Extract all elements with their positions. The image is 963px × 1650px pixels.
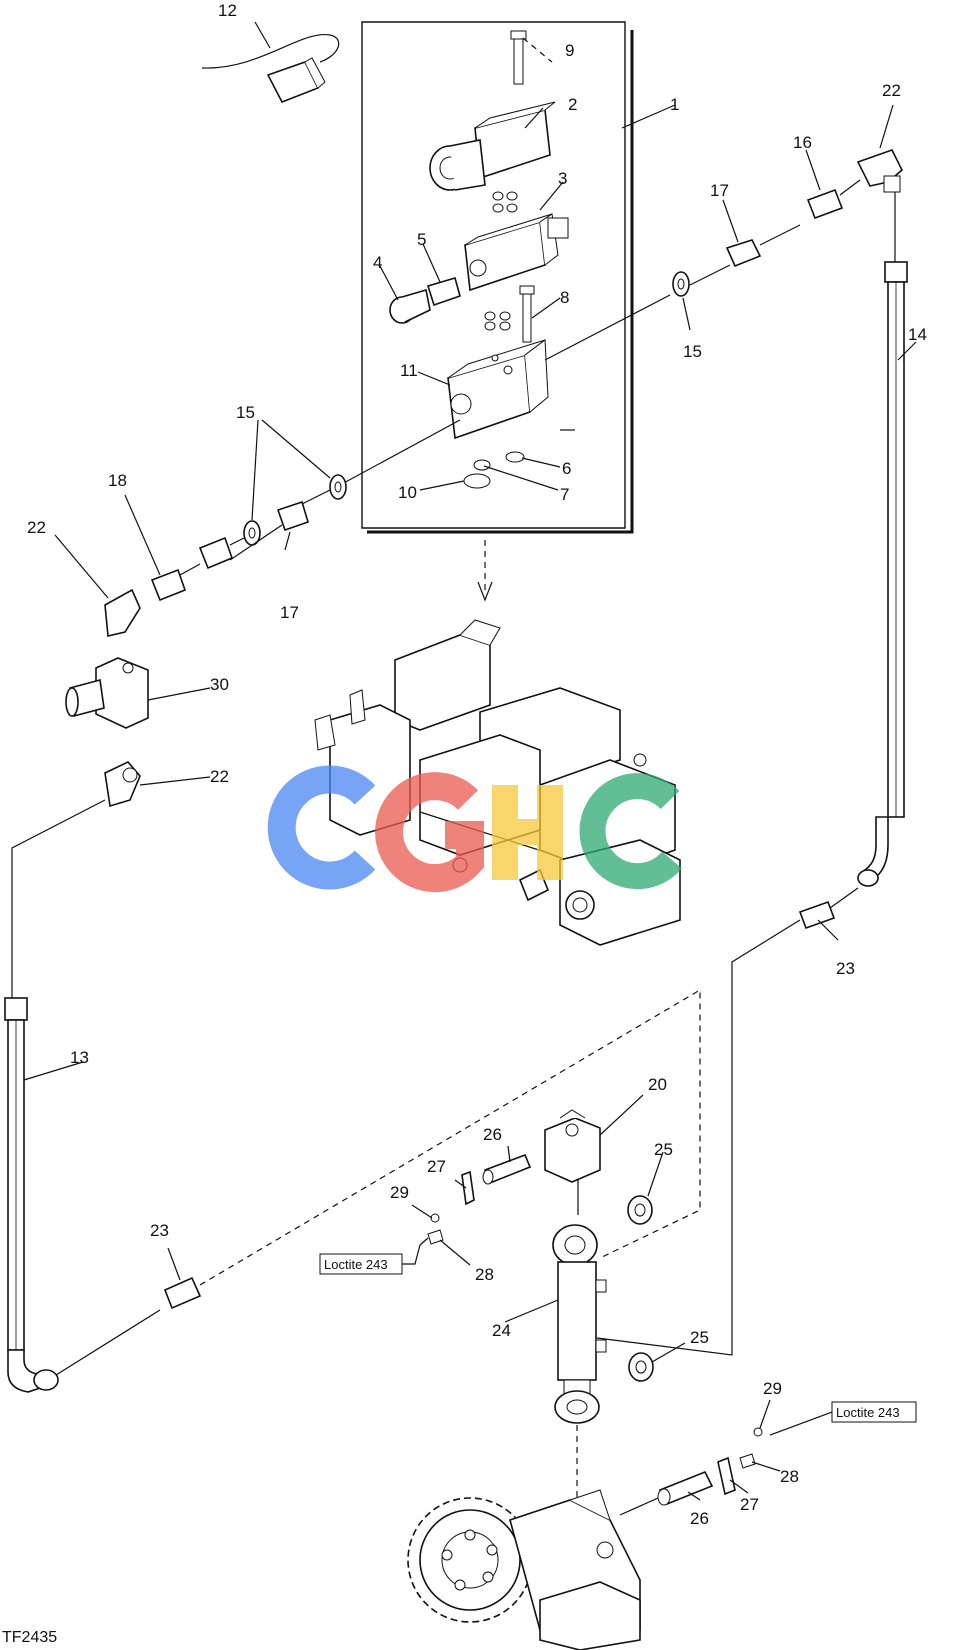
callout-27-upper: 27 xyxy=(427,1157,446,1176)
callout-24: 24 xyxy=(492,1321,511,1340)
elbow-22-left-lower xyxy=(104,761,141,808)
callout-8: 8 xyxy=(560,288,569,307)
svg-text:Loctite 243: Loctite 243 xyxy=(324,1257,388,1272)
callout-22-left-lower: 22 xyxy=(210,767,229,786)
callout-26-upper: 26 xyxy=(483,1125,502,1144)
callout-17-left: 17 xyxy=(280,603,299,622)
callout-6: 6 xyxy=(562,459,571,478)
callout-27-lower: 27 xyxy=(740,1495,759,1514)
callout-7: 7 xyxy=(560,485,569,504)
callout-14: 14 xyxy=(908,325,927,344)
callout-23-right: 23 xyxy=(836,959,855,978)
wire-harness-12 xyxy=(201,34,340,104)
callout-25-upper: 25 xyxy=(654,1140,673,1159)
adapter-17-left-upper xyxy=(276,500,309,532)
valve-block-3 xyxy=(464,213,569,292)
screw-29-upper xyxy=(430,1213,440,1223)
callout-10: 10 xyxy=(398,483,417,502)
callout-16: 16 xyxy=(793,133,812,152)
callout-4: 4 xyxy=(373,253,382,272)
callout-1: 1 xyxy=(670,95,679,114)
adapter-17-left-lower xyxy=(198,536,234,570)
adapter-23-right xyxy=(798,900,836,930)
callout-30: 30 xyxy=(210,675,229,694)
callout-13: 13 xyxy=(70,1048,89,1067)
nut-25-lower xyxy=(628,1352,654,1382)
fitting-5 xyxy=(426,277,461,307)
bolt-9 xyxy=(510,30,527,85)
callout-29-lower: 29 xyxy=(763,1379,782,1398)
adapter-18 xyxy=(150,568,187,602)
adapter-17-right xyxy=(725,239,762,268)
valve-group-frame xyxy=(361,21,634,534)
loctite-label-left: Loctite 243 xyxy=(319,1253,403,1275)
callout-29-upper: 29 xyxy=(390,1183,409,1202)
callout-28-upper: 28 xyxy=(475,1265,494,1284)
callout-15-left: 15 xyxy=(236,403,255,422)
callout-17-right: 17 xyxy=(710,181,729,200)
callout-12: 12 xyxy=(218,1,237,20)
tee-block-30 xyxy=(65,657,149,729)
seal-7 xyxy=(473,459,491,471)
callout-15-right: 15 xyxy=(683,342,702,361)
pin-26-upper xyxy=(482,1153,532,1185)
elbow-22-left-upper xyxy=(104,588,141,637)
callout-leaders xyxy=(23,21,917,1501)
solenoid-2 xyxy=(429,101,556,191)
callout-22-left-upper: 22 xyxy=(27,518,46,537)
callout-20: 20 xyxy=(648,1075,667,1094)
bracket-20 xyxy=(544,1109,601,1183)
seal-10 xyxy=(463,473,491,489)
assembly-arrow xyxy=(477,540,493,602)
elbow-22-top-right xyxy=(856,149,903,193)
screw-28-upper xyxy=(427,1229,444,1245)
figure-id: TF2435 xyxy=(2,1629,57,1646)
callout-numbers: 12 9 2 1 3 5 4 8 11 6 7 10 15 15 17 16 2… xyxy=(27,1,927,1528)
callout-18: 18 xyxy=(108,471,127,490)
screw-29-lower xyxy=(753,1427,763,1437)
callout-23-left: 23 xyxy=(150,1221,169,1240)
callout-26-lower: 26 xyxy=(690,1509,709,1528)
watermark-logo xyxy=(267,765,682,893)
callout-11: 11 xyxy=(400,361,418,380)
retainer-27-lower xyxy=(717,1456,736,1496)
callout-5: 5 xyxy=(417,230,426,249)
pin-26-lower xyxy=(657,1470,714,1506)
screw-28-lower xyxy=(739,1453,756,1469)
seal-6 xyxy=(505,451,525,463)
callout-28-lower: 28 xyxy=(780,1467,799,1486)
callout-22-top-right: 22 xyxy=(882,81,901,100)
callout-2: 2 xyxy=(568,95,577,114)
retainer-27-upper xyxy=(461,1170,475,1206)
loctite-label-right: Loctite 243 xyxy=(831,1401,917,1423)
callout-3: 3 xyxy=(558,169,567,188)
o-rings-lower xyxy=(484,311,511,331)
o-rings-upper xyxy=(492,191,518,213)
callout-9: 9 xyxy=(565,41,574,60)
adapter-23-left xyxy=(163,1276,202,1310)
cylinder-24 xyxy=(552,1224,607,1424)
adjust-knob-4 xyxy=(389,288,431,324)
sprocket-housing xyxy=(407,1489,641,1650)
manifold-11 xyxy=(447,339,549,440)
nut-25-upper xyxy=(627,1195,653,1225)
svg-text:Loctite 243: Loctite 243 xyxy=(836,1405,900,1420)
adapter-16 xyxy=(806,188,844,220)
hose-14 xyxy=(857,192,908,887)
callout-25-lower: 25 xyxy=(690,1328,709,1347)
hose-13 xyxy=(4,997,59,1393)
bolt-8 xyxy=(519,285,535,343)
